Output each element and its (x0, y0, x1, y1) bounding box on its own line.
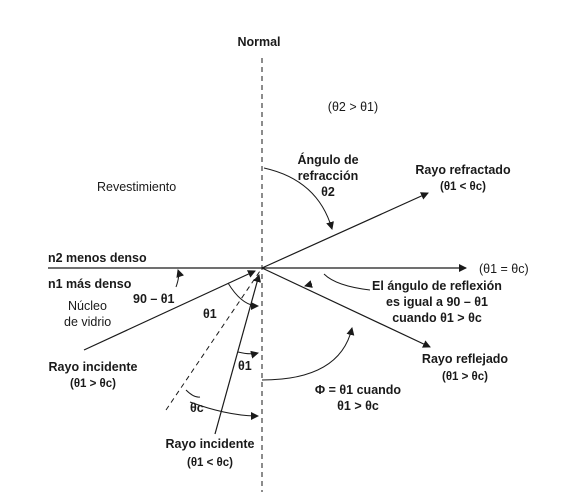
critical-condition-label: (θ1 = θc) (479, 262, 529, 276)
reflection-angle-arrow (304, 280, 313, 288)
reflection-text-line1: El ángulo de reflexión (372, 279, 502, 293)
reflected-ray-condition: (θ1 > θc) (442, 371, 488, 383)
reflection-angle-arc (323, 273, 371, 291)
reflection-text-line2: es igual a 90 – θ1 (386, 295, 488, 309)
reflected-ray (261, 267, 431, 348)
refraction-angle-label-line1: Ángulo de (297, 152, 358, 167)
theta1-lower-label: θ1 (238, 359, 252, 373)
thetac-lower-arc (189, 401, 259, 420)
theta1-lower-arc (237, 350, 259, 359)
incident-ray-bottom (214, 274, 261, 435)
core-label-line2: de vidrio (64, 315, 111, 329)
theta1-upper-arc (227, 282, 259, 310)
reflection-text-line3: cuando θ1 > θc (392, 311, 482, 325)
refracted-ray (261, 192, 429, 269)
normal-label: Normal (237, 35, 280, 49)
ninety-minus-theta1-label: 90 – θ1 (133, 292, 175, 306)
refraction-angle-label-line2: refracción (298, 169, 358, 183)
condition-top-label: (θ2 > θ1) (328, 100, 378, 114)
angle-90-minus-theta1-arc (175, 269, 185, 288)
incident-ray-left-condition: (θ1 > θc) (70, 378, 116, 390)
critical-ray (165, 267, 263, 411)
refracted-ray-label: Rayo refractado (415, 163, 511, 177)
incident-ray-left-label: Rayo incidente (49, 360, 138, 374)
refracted-ray-condition: (θ1 < θc) (440, 181, 486, 193)
thetac-label: θc (190, 401, 204, 415)
n2-label: n2 menos denso (48, 251, 147, 265)
cladding-label: Revestimiento (97, 180, 176, 194)
phi-arc (261, 327, 355, 381)
phi-label-line1: Φ = θ1 cuando (315, 383, 401, 397)
incident-ray-bottom-label: Rayo incidente (166, 437, 255, 451)
theta2-label: θ2 (321, 185, 335, 199)
reflected-ray-label: Rayo reflejado (422, 352, 509, 366)
incident-ray-bottom-condition: (θ1 < θc) (187, 457, 233, 469)
phi-label-line2: θ1 > θc (337, 399, 379, 413)
incident-ray-left (83, 270, 256, 351)
n1-label: n1 más denso (48, 277, 132, 291)
core-label-line1: Núcleo (68, 299, 107, 313)
theta1-upper-label: θ1 (203, 307, 217, 321)
theta2-arc (263, 167, 334, 230)
thetac-arc (185, 389, 201, 398)
